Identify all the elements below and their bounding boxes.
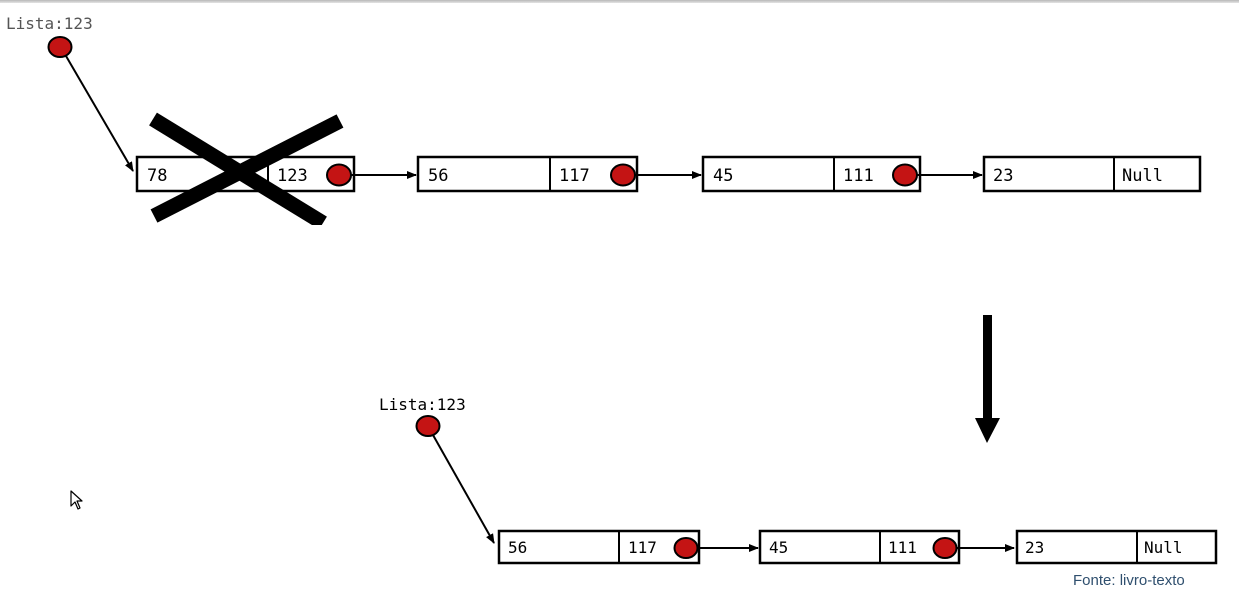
window-top-edge <box>0 0 1239 3</box>
before-node-4: 23 Null <box>982 155 1202 193</box>
node-box <box>416 155 639 193</box>
after-head-pointer-dot <box>415 415 441 437</box>
node-value: 45 <box>713 166 733 186</box>
node-value: 23 <box>993 166 1013 186</box>
node-box <box>701 155 922 193</box>
node-pointer-dot <box>610 163 636 187</box>
after-node-3: 23 Null <box>1015 529 1218 565</box>
node-box <box>758 529 961 565</box>
x-mark-icon <box>149 112 344 230</box>
x-mark-clip <box>140 225 360 239</box>
node-pointer-dot <box>892 163 918 187</box>
before-head-pointer-dot <box>47 36 73 58</box>
after-head-label: Lista:123 <box>379 395 466 414</box>
node-box <box>1015 529 1218 565</box>
node-pointer-dot <box>326 163 352 187</box>
node-next: 123 <box>277 166 308 186</box>
node-value: 45 <box>769 538 788 557</box>
before-head-arrow <box>65 55 134 172</box>
after-list: Lista:123 56 117 45 111 23 Null <box>379 395 1218 565</box>
before-list: Lista:123 78 123 56 117 45 111 <box>6 14 1202 230</box>
mouse-pointer-icon <box>70 490 83 510</box>
before-node-3: 45 111 <box>701 155 922 193</box>
node-box <box>982 155 1202 193</box>
node-next: 111 <box>843 166 874 186</box>
node-next: 111 <box>888 538 917 557</box>
source-caption: Fonte: livro-texto <box>1073 572 1185 589</box>
before-head-label: Lista:123 <box>6 14 93 33</box>
node-next: 117 <box>559 166 590 186</box>
before-node-2: 56 117 <box>416 155 639 193</box>
after-node-1: 56 117 <box>497 529 701 565</box>
node-next: Null <box>1144 538 1183 557</box>
node-pointer-dot <box>932 537 958 559</box>
node-next: Null <box>1122 166 1163 186</box>
after-head-arrow <box>432 434 495 544</box>
node-value: 56 <box>508 538 527 557</box>
node-box <box>497 529 701 565</box>
node-value: 78 <box>147 166 167 186</box>
node-pointer-dot <box>673 537 699 559</box>
down-arrow-icon <box>975 315 1000 443</box>
node-next: 117 <box>628 538 657 557</box>
after-node-2: 45 111 <box>758 529 961 565</box>
node-value: 23 <box>1025 538 1044 557</box>
node-value: 56 <box>428 166 448 186</box>
